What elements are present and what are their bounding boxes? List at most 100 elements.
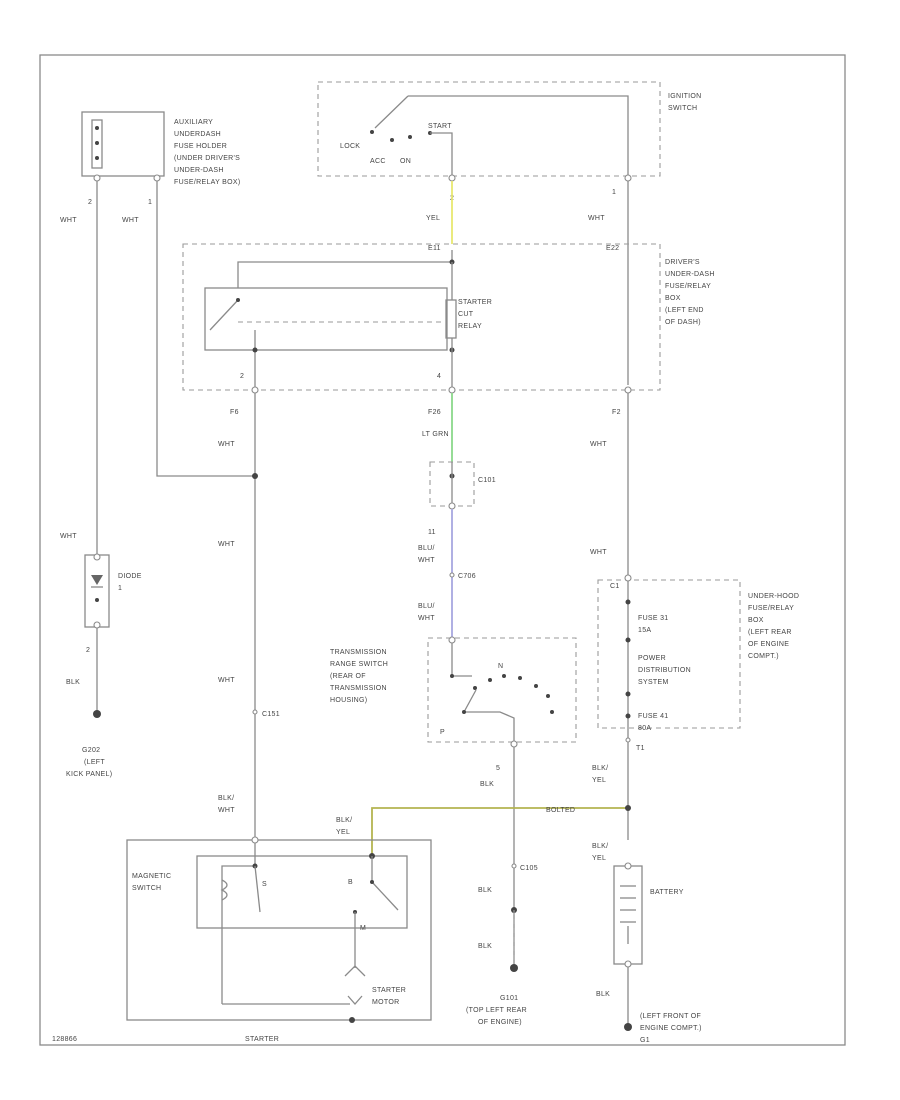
blk-yel-bat1-b: YEL [592,777,606,784]
wht-under-label: WHT [590,549,607,556]
g202-label-3: KICK PANEL) [66,771,112,778]
lf-label-1: (LEFT FRONT OF [640,1013,701,1020]
starter-motor-label-2: MOTOR [372,999,399,1006]
relay-label-1: STARTER [458,299,492,306]
lock-label: LOCK [340,143,360,150]
blk-c105b-label: BLK [478,943,492,950]
g101-label-2: (TOP LEFT REAR [466,1007,527,1014]
blk-wht-mag-a: BLK/ [218,795,234,802]
relay-pin-2: 2 [240,373,244,380]
c706-label: C706 [458,573,476,580]
uh-label-2: FUSE/RELAY [748,605,794,612]
diode-label-1: DIODE [118,573,142,580]
aux-label-6: FUSE/RELAY BOX) [174,179,240,186]
pds-label-1: POWER [638,655,666,662]
blk-yel-bat2-b: YEL [592,855,606,862]
ignition-switch-blade [374,95,409,129]
ignition-start-wire [430,132,453,176]
g1-ground [624,1023,632,1031]
starter-cut-relay-box [204,287,448,351]
blk-yel-bat2-a: BLK/ [592,843,608,850]
blu-wht-1a: BLU/ [418,545,435,552]
underhood-fuse-box [597,579,741,729]
blu-wht-2a: BLU/ [418,603,435,610]
drivers-label-6: OF DASH) [665,319,701,326]
aux-label-5: UNDER-DASH [174,167,224,174]
acc-label: ACC [370,158,386,165]
blk-trans-label: BLK [480,781,494,788]
diode-box [84,554,110,628]
ignition-internal-wire [408,95,629,176]
trans-label-5: HOUSING) [330,697,367,704]
blk-g202-label: BLK [66,679,80,686]
c105-label: C105 [520,865,538,872]
battery-label: BATTERY [650,889,684,896]
start-label: START [428,123,452,130]
blk-yel-mag-b: YEL [336,829,350,836]
trans-p-label: P [440,729,445,736]
c1-uh-label: C1 [610,583,620,590]
wht-left-label: WHT [60,533,77,540]
pds-label-3: SYSTEM [638,679,669,686]
blu-wht-1b: WHT [418,557,435,564]
relay-pin-4: 4 [437,373,441,380]
uh-label-4: (LEFT REAR [748,629,792,636]
diode-label-2: 1 [118,585,122,592]
wht-f6-label: WHT [218,441,235,448]
ignition-switch-label-2: SWITCH [668,105,697,112]
blk-yel-bat1-a: BLK/ [592,765,608,772]
c101-pin: 11 [428,529,436,536]
f6-label: F6 [230,409,239,416]
aux-pin-1: 1 [148,199,152,206]
aux-label-2: UNDERDASH [174,131,221,138]
wht-mid-label: WHT [218,541,235,548]
on-label: ON [400,158,411,165]
relay-contact [209,299,239,331]
aux-wire-wht-a: WHT [60,217,77,224]
relay-coil [445,299,457,339]
aux-wire-wht-b: WHT [122,217,139,224]
drivers-label-2: UNDER-DASH [665,271,715,278]
fuse41-label-2: 80A [638,725,651,732]
blu-wht-2b: WHT [418,615,435,622]
wht-c151-label: WHT [218,677,235,684]
mag-label-2: SWITCH [132,885,161,892]
wht-f2-label: WHT [590,441,607,448]
lt-grn-label: LT GRN [422,431,449,438]
footer-code: 128866 [52,1036,77,1043]
wire-wht-1-label: WHT [588,215,605,222]
aux-fuse-holder-box [81,111,165,177]
fuse31-label-1: FUSE 31 [638,615,669,622]
uh-label-6: COMPT.) [748,653,779,660]
g101-ground [510,964,518,972]
starter-assembly-box [126,839,432,1021]
uh-label-3: BOX [748,617,764,624]
blk-bat-label: BLK [596,991,610,998]
drivers-label-1: DRIVER'S [665,259,700,266]
diode-pin2: 2 [86,647,90,654]
trans-pin: 5 [496,765,500,772]
battery-box [613,865,643,965]
trans-label-1: TRANSMISSION [330,649,387,656]
ign-pin-1: 1 [612,189,616,196]
motor-m-label: M [360,925,366,932]
g101-label-3: OF ENGINE) [478,1019,522,1026]
blk-yel-bolted-wire [371,807,628,856]
pds-label-2: DISTRIBUTION [638,667,691,674]
f2-label: F2 [612,409,621,416]
trans-contact [463,689,477,713]
trans-n-label: N [498,663,503,670]
drivers-label-4: BOX [665,295,681,302]
blk-c105a-label: BLK [478,887,492,894]
ignition-switch-box [317,81,661,177]
lf-label-2: ENGINE COMPT.) [640,1025,702,1032]
relay-label-3: RELAY [458,323,482,330]
g101-label-1: G101 [500,995,518,1002]
footer-title: STARTER [245,1036,279,1043]
bolted-label: BOLTED [546,807,575,814]
uh-label-5: OF ENGINE [748,641,789,648]
relay-label-2: CUT [458,311,474,318]
g202-label-2: (LEFT [84,759,105,766]
g202-ground [93,710,101,718]
fuse41-label-1: FUSE 41 [638,713,669,720]
